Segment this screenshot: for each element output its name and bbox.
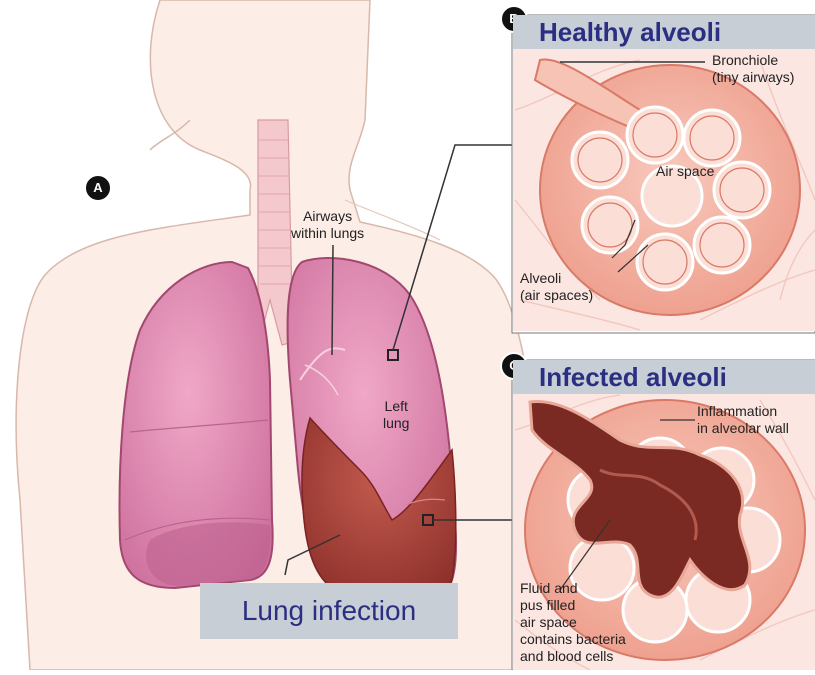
fluid-label: Fluid and pus filled air space contains … bbox=[520, 580, 626, 665]
panel-b-title: Healthy alveoli bbox=[513, 15, 815, 49]
bronchiole-label-line1: Bronchiole bbox=[712, 52, 794, 69]
left-lung-label-line2: lung bbox=[383, 415, 409, 432]
airways-label-line1: Airways bbox=[291, 208, 364, 225]
fluid-label-line4: contains bacteria bbox=[520, 631, 626, 648]
airways-label-line2: within lungs bbox=[291, 225, 364, 242]
bronchiole-label-line2: (tiny airways) bbox=[712, 69, 794, 86]
left-lung-label-line1: Left bbox=[383, 398, 409, 415]
alveoli-label-line1: Alveoli bbox=[520, 270, 593, 287]
alveoli-label-line2: (air spaces) bbox=[520, 287, 593, 304]
inflammation-label-line1: Inflammation bbox=[697, 403, 789, 420]
fluid-label-line3: air space bbox=[520, 614, 626, 631]
airways-label: Airways within lungs bbox=[291, 208, 364, 242]
alveoli-label: Alveoli (air spaces) bbox=[520, 270, 593, 304]
bronchiole-label: Bronchiole (tiny airways) bbox=[712, 52, 794, 86]
left-lung-label: Left lung bbox=[383, 398, 409, 432]
lung-infection-caption: Lung infection bbox=[200, 583, 458, 639]
inflammation-label-line2: in alveolar wall bbox=[697, 420, 789, 437]
fluid-label-line5: and blood cells bbox=[520, 648, 626, 665]
inflammation-label: Inflammation in alveolar wall bbox=[697, 403, 789, 437]
badge-a: A bbox=[84, 174, 112, 202]
air-space-label: Air space bbox=[656, 163, 714, 180]
fluid-label-line1: Fluid and bbox=[520, 580, 626, 597]
fluid-label-line2: pus filled bbox=[520, 597, 626, 614]
panel-c-title: Infected alveoli bbox=[513, 360, 815, 394]
